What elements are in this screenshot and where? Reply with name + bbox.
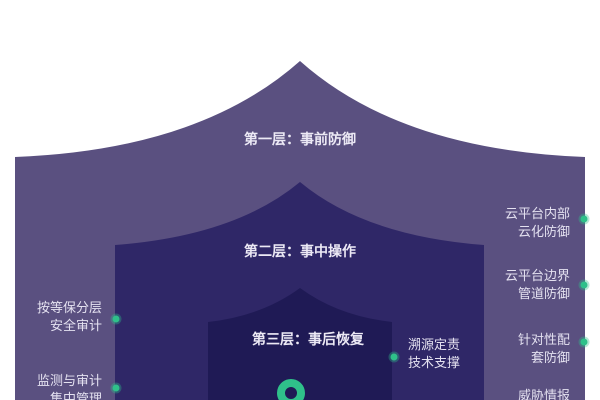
inner-label: 溯源定责 技术支撑 [408, 337, 460, 373]
right-label-4: 威胁情报 [518, 388, 570, 400]
layer-1-title: 第一层：事前防御 [244, 132, 356, 148]
left-label-2-dot-icon [112, 384, 120, 392]
inner-label-line1: 溯源定责 [408, 338, 461, 353]
right-label-3-dot-icon [580, 338, 588, 346]
right-label-3: 针对性配 套防御 [518, 332, 570, 368]
right-label-1: 云平台内部 云化防御 [505, 206, 570, 242]
right-label-1-line1: 云平台内部 [504, 207, 570, 222]
right-label-2-line2: 管道防御 [517, 287, 570, 302]
inner-label-line2: 技术支撑 [408, 356, 461, 371]
right-label-2-dot-icon [580, 281, 588, 289]
left-label-2-line1: 监测与审计 [36, 374, 102, 389]
right-label-3-line1: 针对性配 [517, 333, 570, 348]
left-label-2: 监测与审计 集中管理 [37, 373, 102, 400]
left-label-1-line1: 按等保分层 [36, 301, 102, 316]
layer-2-title: 第二层：事中操作 [244, 244, 356, 260]
left-label-2-line2: 集中管理 [49, 392, 102, 400]
right-label-1-line2: 云化防御 [517, 225, 570, 240]
layer-3-shape [208, 288, 392, 400]
ring-icon [277, 379, 305, 400]
layer-3-title: 第三层：事后恢复 [252, 332, 364, 348]
left-label-1-dot-icon [112, 315, 120, 323]
right-label-3-line2: 套防御 [530, 351, 570, 366]
right-label-1-dot-icon [580, 215, 588, 223]
left-label-1: 按等保分层 安全审计 [37, 300, 102, 336]
inner-label-dot-icon [390, 353, 398, 361]
left-label-1-line2: 安全审计 [49, 319, 102, 334]
right-label-4-line1: 威胁情报 [517, 389, 570, 400]
right-label-2: 云平台边界 管道防御 [505, 268, 570, 304]
right-label-2-line1: 云平台边界 [504, 269, 570, 284]
